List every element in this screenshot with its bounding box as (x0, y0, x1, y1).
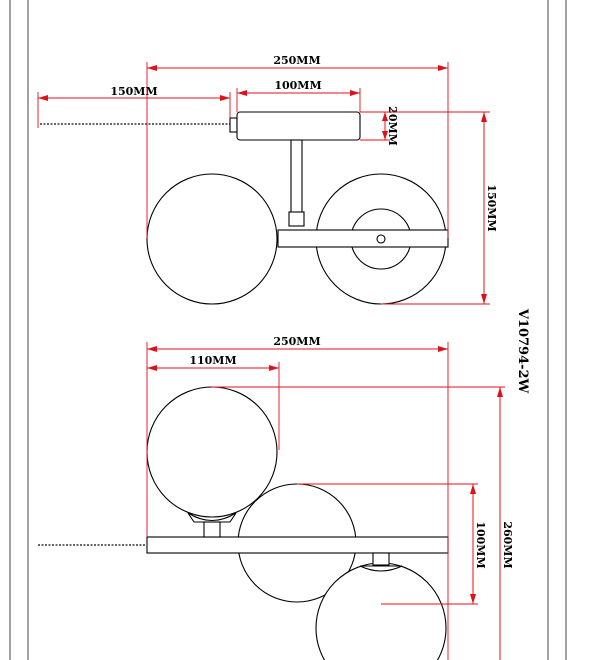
top-height-label: 150MM (485, 184, 498, 231)
top-width-label: 250MM (273, 54, 320, 67)
stem-collar-top (288, 211, 305, 227)
chain-length-label: 150MM (110, 85, 157, 98)
canopy-width-label: 100MM (274, 79, 321, 92)
arm-offset-label: 110MM (189, 354, 236, 367)
holder-upper-front (187, 512, 237, 523)
arm-top (277, 229, 449, 248)
top-view (40, 111, 449, 305)
switch-top (229, 117, 238, 133)
front-view (38, 386, 449, 660)
stem-top (290, 139, 303, 219)
front-view-dimensions: 250MM 110MM 100MM 260MM (146, 335, 514, 660)
front-width-label: 250MM (273, 335, 320, 348)
model-number: V10794-2W (515, 308, 530, 394)
holder-lower-front (359, 565, 403, 572)
backplate-front (146, 536, 449, 554)
canopy-height-label: 20MM (386, 106, 399, 146)
stem-lower-front (372, 552, 390, 566)
globe-left-top (146, 173, 278, 305)
top-view-dimensions: 250MM 150MM 100MM 20MM 150MM (37, 54, 498, 305)
globe-upper-front (146, 386, 278, 518)
stem-upper-front (203, 521, 221, 538)
overall-height-label: 260MM (501, 521, 514, 568)
canopy-top (236, 111, 361, 141)
lower-height-label: 100MM (474, 521, 487, 568)
drawing-frame (9, 0, 567, 660)
